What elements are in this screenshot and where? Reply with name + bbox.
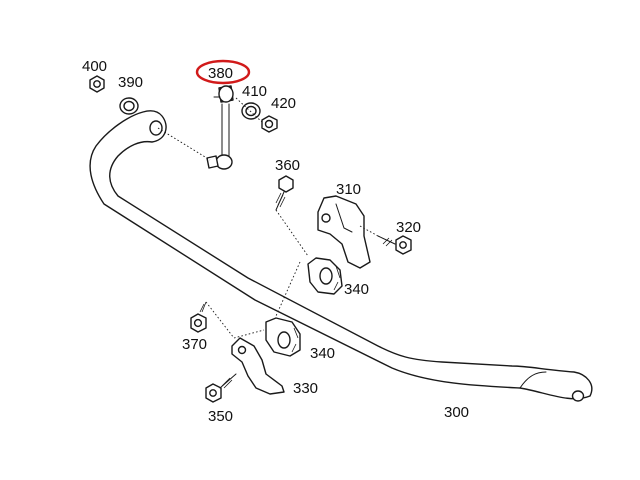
label-400[interactable]: 400 bbox=[82, 58, 107, 75]
label-350[interactable]: 350 bbox=[208, 408, 233, 425]
link-rod-380[interactable] bbox=[206, 85, 234, 170]
nut-400[interactable] bbox=[89, 75, 105, 93]
label-320[interactable]: 320 bbox=[396, 219, 421, 236]
label-360[interactable]: 360 bbox=[275, 157, 300, 174]
label-390[interactable]: 390 bbox=[118, 74, 143, 91]
bracket-310[interactable] bbox=[317, 195, 371, 269]
label-420[interactable]: 420 bbox=[271, 95, 296, 112]
label-330[interactable]: 330 bbox=[293, 380, 318, 397]
label-340-upper[interactable]: 340 bbox=[344, 281, 369, 298]
nut-370[interactable] bbox=[190, 301, 207, 333]
bushing-340-lower[interactable] bbox=[265, 317, 301, 357]
stabilizer-bar[interactable] bbox=[89, 110, 593, 402]
label-410[interactable]: 410 bbox=[242, 83, 267, 100]
washer-410[interactable] bbox=[241, 102, 261, 120]
bracket-330[interactable] bbox=[231, 337, 285, 395]
label-370[interactable]: 370 bbox=[182, 336, 207, 353]
label-310[interactable]: 310 bbox=[336, 181, 361, 198]
highlight-ring bbox=[195, 59, 251, 85]
washer-390[interactable] bbox=[119, 97, 139, 115]
bolt-320[interactable] bbox=[377, 235, 412, 255]
nut-420[interactable] bbox=[261, 115, 278, 133]
bolt-360[interactable] bbox=[275, 175, 294, 211]
bolt-350[interactable] bbox=[205, 373, 237, 403]
label-380[interactable]: 380 bbox=[208, 65, 233, 82]
label-340-lower[interactable]: 340 bbox=[310, 345, 335, 362]
label-300[interactable]: 300 bbox=[444, 404, 469, 421]
bushing-340-upper[interactable] bbox=[307, 257, 343, 295]
